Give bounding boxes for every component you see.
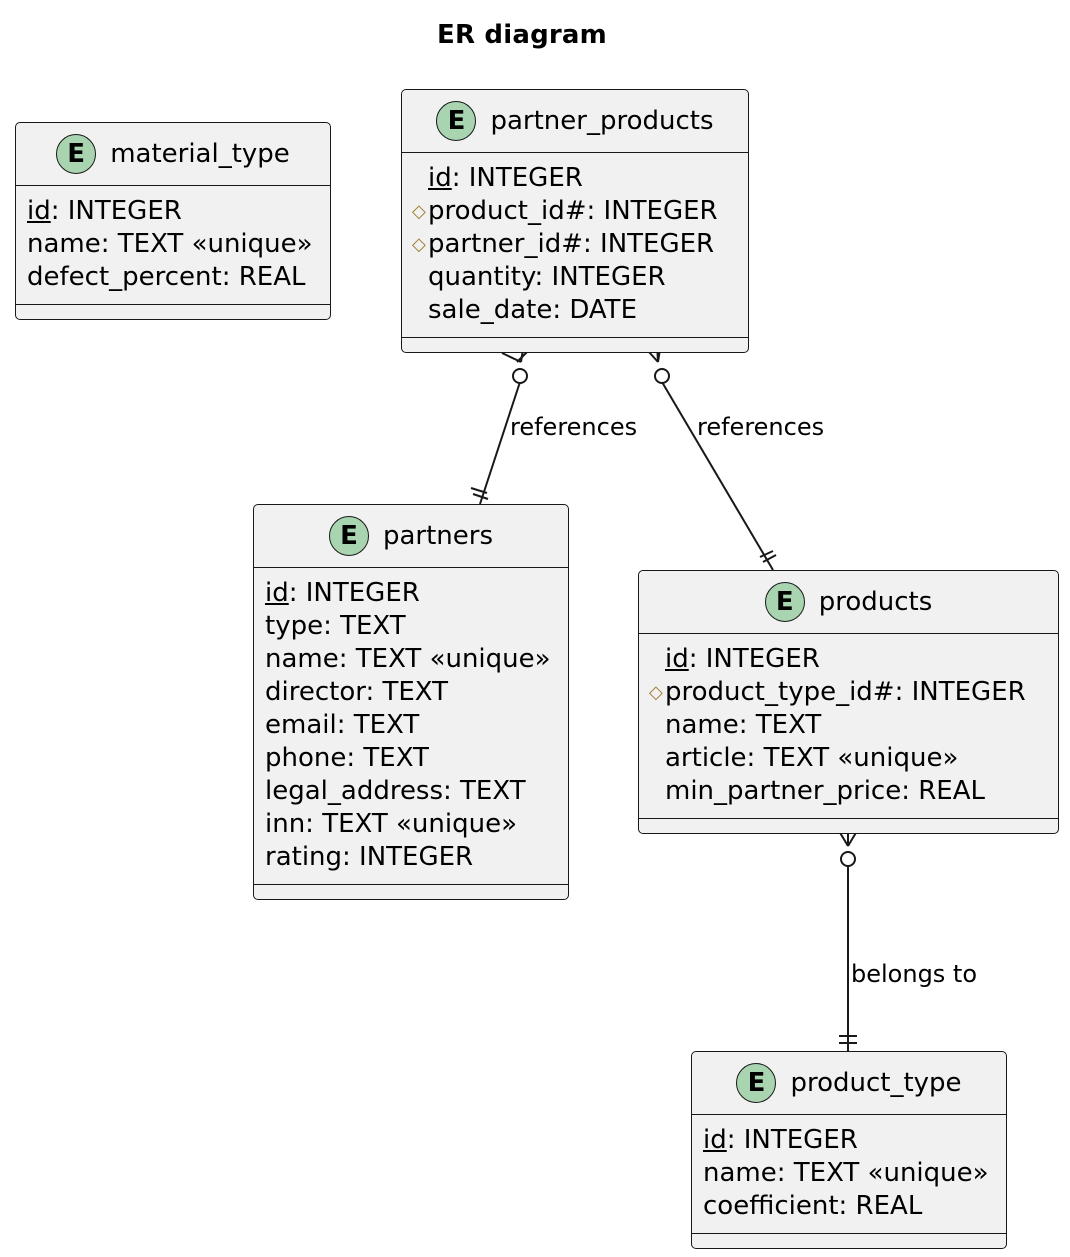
entity-badge-icon: E xyxy=(736,1063,777,1103)
foreign-key-diamond-icon: ◇ xyxy=(412,201,426,222)
attribute: article: TEXT «unique» xyxy=(665,743,959,773)
attribute-type: : INTEGER xyxy=(50,196,182,226)
relation-line-products-product-type xyxy=(838,830,858,1051)
attribute: name: TEXT «unique» xyxy=(265,644,551,674)
attribute-primary-key: id: INTEGER xyxy=(692,1124,1006,1157)
entity-name: product_type xyxy=(790,1068,962,1098)
entity-products: E products id: INTEGER ◇product_type_id#… xyxy=(638,570,1059,834)
attribute-type: : INTEGER xyxy=(688,644,820,674)
attribute-type: : INTEGER xyxy=(726,1125,858,1155)
attribute: quantity: INTEGER xyxy=(428,262,666,292)
attribute-list: id: INTEGER ◇product_id#: INTEGER ◇partn… xyxy=(402,153,748,338)
primary-key-name: id xyxy=(27,196,51,226)
entity-material-type: E material_type id: INTEGER name: TEXT «… xyxy=(15,122,331,320)
attribute: name: TEXT «unique» xyxy=(703,1158,989,1188)
attribute-list: id: INTEGER type: TEXT name: TEXT «uniqu… xyxy=(254,568,568,885)
entity-badge-icon: E xyxy=(436,101,477,141)
attribute-type: : INTEGER xyxy=(288,578,420,608)
foreign-key-diamond-icon: ◇ xyxy=(649,682,663,703)
attribute: sale_date: DATE xyxy=(428,295,637,325)
attribute-text: product_type_id#: INTEGER xyxy=(665,677,1026,707)
relation-label-belongs-to: belongs to xyxy=(851,960,978,988)
entity-badge-icon: E xyxy=(328,516,369,556)
relation-label-references-products: references xyxy=(697,413,825,441)
relation-line-partner-products-partners xyxy=(470,348,530,505)
attribute-primary-key: id: INTEGER xyxy=(16,195,330,228)
relation-label-references-partners: references xyxy=(510,413,638,441)
attribute: rating: INTEGER xyxy=(265,842,474,872)
primary-key-name: id xyxy=(703,1125,727,1155)
attribute: min_partner_price: REAL xyxy=(665,776,986,806)
entity-header: E partners xyxy=(254,505,568,568)
entity-badge-icon: E xyxy=(56,134,97,174)
attribute: inn: TEXT «unique» xyxy=(265,809,517,839)
attribute-text: partner_id#: INTEGER xyxy=(428,229,715,259)
entity-badge-icon: E xyxy=(764,582,805,622)
primary-key-name: id xyxy=(265,578,289,608)
attribute-list: id: INTEGER name: TEXT «unique» coeffici… xyxy=(692,1115,1006,1234)
entity-product-type: E product_type id: INTEGER name: TEXT «u… xyxy=(691,1051,1007,1249)
entity-footer xyxy=(402,338,748,352)
attribute-text: product_id#: INTEGER xyxy=(428,196,718,226)
attribute: legal_address: TEXT xyxy=(265,776,526,806)
entity-header: E products xyxy=(639,571,1058,634)
entity-header: E partner_products xyxy=(402,90,748,153)
entity-footer xyxy=(639,819,1058,833)
attribute: director: TEXT xyxy=(265,677,449,707)
attribute: name: TEXT xyxy=(665,710,822,740)
attribute-primary-key: id: INTEGER xyxy=(254,577,568,610)
attribute-foreign-key: ◇product_type_id#: INTEGER xyxy=(639,676,1058,709)
entity-partner-products: E partner_products id: INTEGER ◇product_… xyxy=(401,89,749,353)
attribute: defect_percent: REAL xyxy=(27,262,306,292)
attribute-list: id: INTEGER ◇product_type_id#: INTEGER n… xyxy=(639,634,1058,819)
attribute: phone: TEXT xyxy=(265,743,429,773)
attribute: type: TEXT xyxy=(265,611,406,641)
entity-footer xyxy=(16,305,330,319)
attribute-primary-key: id: INTEGER xyxy=(402,162,748,195)
attribute-foreign-key: ◇product_id#: INTEGER xyxy=(402,195,748,228)
attribute: name: TEXT «unique» xyxy=(27,229,313,259)
primary-key-name: id xyxy=(665,644,689,674)
primary-key-name: id xyxy=(428,163,452,193)
entity-name: partners xyxy=(382,521,494,551)
attribute-foreign-key: ◇partner_id#: INTEGER xyxy=(402,228,748,261)
attribute-list: id: INTEGER name: TEXT «unique» defect_p… xyxy=(16,186,330,305)
entity-header: E product_type xyxy=(692,1052,1006,1115)
entity-name: material_type xyxy=(110,139,290,169)
attribute-primary-key: id: INTEGER xyxy=(639,643,1058,676)
attribute: email: TEXT xyxy=(265,710,420,740)
entity-header: E material_type xyxy=(16,123,330,186)
entity-name: partner_products xyxy=(490,106,714,136)
foreign-key-diamond-icon: ◇ xyxy=(412,234,426,255)
diagram-title: ER diagram xyxy=(437,20,607,50)
entity-footer xyxy=(254,885,568,899)
entity-name: products xyxy=(818,587,933,617)
attribute: coefficient: REAL xyxy=(703,1191,923,1221)
attribute-type: : INTEGER xyxy=(451,163,583,193)
entity-partners: E partners id: INTEGER type: TEXT name: … xyxy=(253,504,569,900)
entity-footer xyxy=(692,1234,1006,1248)
relation-line-partner-products-products xyxy=(648,343,777,571)
